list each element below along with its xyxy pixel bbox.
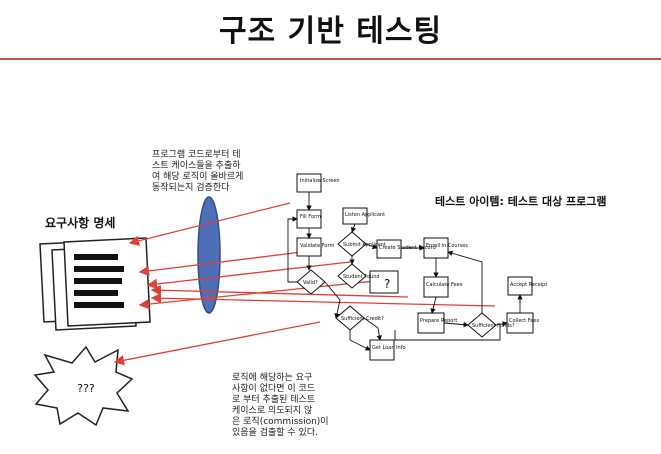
flow-label: Prepare Report (420, 318, 457, 324)
bottom-note-line: 케이스로 의도되지 않 (232, 406, 313, 416)
flow-label: Sufficient Funds? (472, 323, 515, 329)
flow-connectors (287, 192, 523, 351)
question-mark: ? (384, 277, 390, 291)
flow-label: Initialize Screen (300, 178, 340, 184)
bottom-note-line: 로 부터 추출된 테스트 (232, 395, 316, 405)
program-flowchart (296, 173, 534, 361)
flow-label: Accept Receipt (510, 282, 547, 288)
requirements-label: 요구사항 명세 (45, 216, 116, 230)
flow-decision (296, 269, 326, 295)
title-divider (0, 58, 661, 60)
flow-box (376, 239, 402, 259)
flow-label: Validate Form (300, 243, 334, 249)
page-title: 구조 기반 테스팅 (218, 14, 443, 49)
flow-label: Student Found (343, 274, 380, 280)
flow-label: Collect Fees (509, 318, 539, 324)
flow-decision (467, 312, 497, 338)
flow-label: Get Loan Info (372, 345, 406, 351)
lens-icon (197, 196, 221, 314)
bottom-note-line: 은 로직(commission)이 (232, 417, 329, 427)
flow-label: Create Student Record (379, 245, 436, 251)
lens-note-line: 여 해당 로직이 올바르게 (152, 172, 244, 182)
flow-label: Submit Applicant (343, 242, 386, 248)
requirements-documents-icon (39, 237, 151, 331)
lens-note-line: 스트 케이스들을 추출하 (152, 161, 241, 171)
flow-decision (337, 263, 367, 289)
lens-note-line: 프로그램 코드로부터 테 (152, 150, 241, 160)
bottom-note-line: 로직에 해당하는 요구 (232, 373, 313, 383)
bottom-note-line: 사항이 없다면 이 코드 (232, 384, 316, 394)
question-box (369, 270, 399, 294)
bottom-note-line: 있음을 검출할 수 있다. (232, 428, 318, 438)
lens-note-line: 동작되는지 검증한다 (152, 183, 230, 193)
unknown-logic-starburst: ??? (33, 345, 134, 427)
flow-label: Calculate Fees (426, 282, 463, 288)
flow-label: Valid? (303, 280, 318, 286)
test-item-label: 테스트 아이템: 테스트 대상 프로그램 (435, 195, 607, 208)
flow-label: Sufficient Credit? (341, 316, 384, 322)
flow-label: Fill Form (300, 214, 321, 220)
lens-note: 프로그램 코드로부터 테 스트 케이스들을 추출하 여 해당 로직이 올바르게 … (152, 150, 272, 194)
starburst-text: ??? (77, 382, 95, 395)
bottom-note: 로직에 해당하는 요구 사항이 없다면 이 코드 로 부터 추출된 테스트 케이… (232, 373, 352, 439)
flow-label: Enroll in Courses (426, 243, 468, 249)
flow-label: Listen Applicant (345, 212, 385, 218)
flow-labels: Initialize Screen Fill Form Validate For… (300, 178, 547, 351)
